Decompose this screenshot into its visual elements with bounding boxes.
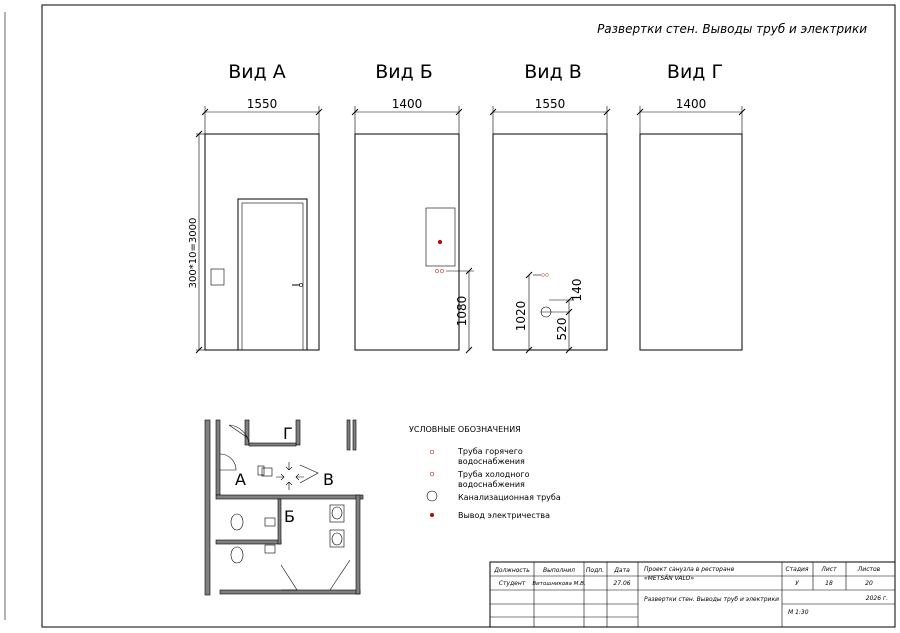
view-b-elevation: 1400 1080	[351, 97, 474, 354]
view-b-title: Вид Б	[375, 61, 433, 83]
tb-year: 2026 г.	[866, 595, 888, 602]
view-b-outlet-dim: 1080	[455, 296, 469, 327]
view-b-wall	[354, 133, 460, 351]
tb-role: Студент	[499, 580, 526, 587]
view-a-wall	[204, 133, 320, 351]
view-a-elevation: 1550 300*10=3000	[188, 97, 323, 354]
view-v-wall	[492, 133, 608, 351]
view-a-door-leaf	[241, 202, 304, 351]
view-b-width-dim: 1400	[392, 97, 423, 111]
view-b-cold-pipe	[440, 269, 444, 273]
view-b-electric-outlet	[438, 240, 442, 244]
tb-sheets-total: 20	[865, 580, 873, 587]
plan-label-b: Б	[284, 507, 295, 526]
legend-title: УСЛОВНЫЕ ОБОЗНАЧЕНИЯ	[409, 425, 521, 434]
tb-header-list: Лист	[820, 566, 837, 573]
view-b-hot-pipe	[435, 269, 439, 273]
tb-stage: У	[795, 580, 799, 587]
view-g-width-dim: 1400	[676, 97, 707, 111]
cold-water-pipe-icon	[429, 471, 435, 477]
view-g-elevation: 1400	[636, 97, 746, 351]
view-v-1020-dim: 1020	[514, 301, 528, 332]
tb-project-line1: Проект санузла в ресторане	[644, 566, 735, 573]
title-block: Должность Выполнил Подп. Дата Студент Ви…	[489, 561, 896, 628]
view-v-cold-pipe	[545, 273, 549, 277]
view-g-wall	[639, 133, 743, 351]
sheet-frame	[41, 4, 896, 628]
view-v-hot-pipe	[541, 273, 545, 277]
legend-hot-water-line1: Труба горячего	[457, 447, 523, 456]
legend-electric: Вывод электричества	[458, 511, 550, 520]
view-g-title: Вид Г	[667, 61, 723, 83]
legend: УСЛОВНЫЕ ОБОЗНАЧЕНИЯ Труба горячего водо…	[409, 425, 561, 520]
tb-project-line2: «METSÄN VALO»	[644, 575, 694, 582]
tb-author: Витошникова М.В.	[532, 581, 585, 587]
tb-header-dolzhnost: Должность	[493, 567, 530, 574]
view-a-width-dim: 1550	[247, 97, 278, 111]
legend-cold-water-line1: Труба холодного	[457, 470, 530, 479]
legend-hot-water-line2: водоснабжения	[458, 457, 525, 466]
plan-label-v: В	[323, 470, 334, 489]
tb-header-data: Дата	[613, 567, 630, 574]
sheet-title: Развертки стен. Выводы труб и электрики	[597, 22, 867, 36]
tb-sheet-name: Развертки стен. Выводы труб и электрики	[644, 596, 779, 603]
view-a-height-dim: 300*10=3000	[188, 218, 199, 289]
tb-date: 27.06	[613, 580, 630, 587]
view-b-mirror-cabinet	[425, 207, 456, 267]
view-a-door-frame	[237, 198, 308, 351]
floor-plan-key: А Б В Г	[204, 419, 364, 596]
sewer-pipe-icon	[426, 490, 438, 502]
view-v-width-dim: 1550	[535, 97, 566, 111]
tb-header-listov: Листов	[857, 566, 881, 573]
electric-outlet-icon	[430, 513, 434, 517]
plan-label-a: А	[235, 470, 246, 489]
hot-water-pipe-icon	[429, 449, 435, 455]
tb-header-podp: Подп.	[586, 567, 604, 574]
tb-header-vypolnil: Выполнил	[543, 567, 575, 574]
legend-sewer: Канализационная труба	[458, 493, 561, 502]
view-v-elevation: 1550 1020 520 140	[489, 97, 611, 354]
view-a-title: Вид А	[228, 61, 286, 83]
tb-scale: М 1:30	[788, 609, 809, 616]
legend-cold-water-line2: водоснабжения	[458, 480, 525, 489]
view-v-title: Вид В	[524, 61, 582, 83]
view-a-wall-box	[210, 268, 225, 286]
tb-sheet-number: 18	[825, 580, 833, 587]
view-v-520-dim: 520	[555, 318, 569, 341]
plan-outer-wall	[204, 419, 211, 596]
view-v-140-dim: 140	[570, 279, 584, 302]
plan-label-g: Г	[283, 424, 293, 443]
tb-header-stadiya: Стадия	[785, 566, 808, 573]
